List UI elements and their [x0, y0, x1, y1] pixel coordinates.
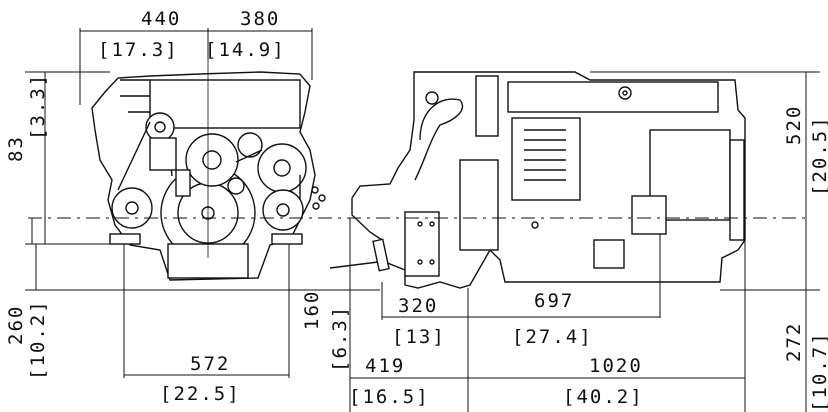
dim-419-in: [16.5]: [349, 386, 430, 408]
dim-272: 272: [783, 322, 805, 362]
dim-440: 440: [141, 8, 181, 30]
side-filter: [475, 75, 499, 137]
dim-260: 260: [5, 305, 27, 345]
mount-right: [262, 189, 304, 231]
dim-260-in: [10.2]: [27, 299, 49, 380]
bell-housing: [459, 159, 499, 251]
idler-pulley-right: [257, 143, 307, 193]
dim-572-in: [22.5]: [160, 383, 241, 405]
dim-1020: 1020: [589, 355, 643, 377]
dim-380: 380: [240, 8, 280, 30]
shaft-coupling: [372, 238, 390, 272]
front-foot-left: [109, 233, 141, 245]
dim-160: 160: [301, 290, 323, 330]
alternator-pulley: [145, 112, 175, 142]
dim-520-in: [20.5]: [809, 115, 828, 196]
mount-left: [111, 187, 153, 229]
dim-697: 697: [534, 290, 574, 312]
dim-419: 419: [365, 355, 405, 377]
front-foot-right: [271, 233, 303, 245]
alternator-body: [149, 137, 177, 171]
dim-272-in: [10.7]: [809, 331, 828, 412]
exhaust-elbow: [414, 98, 464, 181]
dim-572: 572: [190, 353, 230, 375]
dim-160-in: [6.3]: [329, 305, 351, 372]
water-pump-pulley: [185, 133, 239, 187]
dim-320: 320: [398, 295, 438, 317]
side-valve-cover: [507, 81, 719, 113]
dimension-lines: [25, 28, 820, 412]
dim-83-in: [3.3]: [27, 73, 49, 140]
side-plate: [511, 117, 581, 201]
dim-380-in: [14.9]: [205, 39, 286, 61]
front-valve-cover: [149, 79, 301, 129]
dim-697-in: [27.4]: [512, 326, 593, 348]
side-mount: [631, 195, 667, 235]
dim-440-in: [17.3]: [98, 39, 179, 61]
dim-520: 520: [783, 105, 805, 145]
dim-83: 83: [5, 135, 27, 162]
gearbox: [404, 211, 440, 277]
dimension-labels: 440 [17.3] 380 [14.9] 83 [3.3] 260 [10.2…: [5, 8, 828, 412]
dim-1020-in: [40.2]: [563, 386, 644, 408]
dim-320-in: [13]: [392, 326, 446, 348]
front-view: [91, 35, 326, 281]
side-view: [28, 71, 808, 289]
